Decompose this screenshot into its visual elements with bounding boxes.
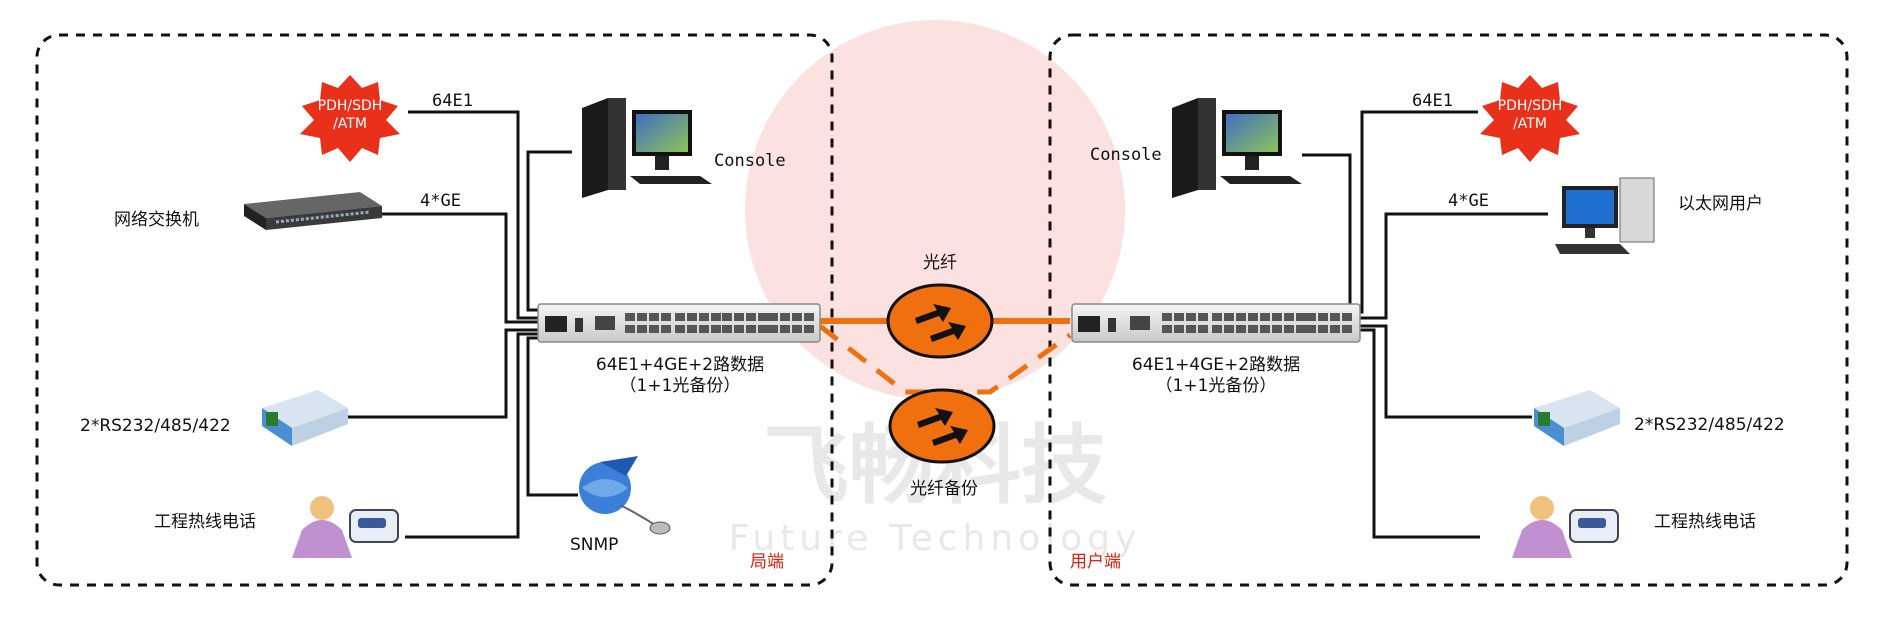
watermark-brand-en: Future Technology: [729, 518, 1142, 559]
left-cables: [348, 110, 578, 539]
left-switch-label: 网络交换机: [114, 210, 199, 230]
fiber-backup-badge: [888, 388, 996, 464]
left-ge-label: 4*GE: [420, 191, 461, 211]
left-badge-line1: PDH/SDH: [318, 98, 383, 114]
fiber-backup-label: 光纤备份: [910, 479, 978, 499]
right-hotline-phone-icon: [1512, 496, 1619, 558]
right-serial-label: 2*RS232/485/422: [1634, 415, 1785, 435]
central-office-zone: [35, 33, 834, 587]
left-serial-converter-icon: [262, 390, 348, 446]
left-device-caption-line2: （1+1光备份）: [620, 376, 741, 396]
right-serial-converter-icon: [1534, 390, 1620, 446]
left-phone-label: 工程热线电话: [154, 512, 256, 532]
snmp-globe-icon: [579, 456, 671, 535]
right-phone-label: 工程热线电话: [1654, 512, 1756, 532]
left-badge-line2: /ATM: [333, 116, 367, 132]
fiber-primary-badge: [886, 283, 994, 359]
right-zone-label: 用户端: [1070, 552, 1121, 572]
left-network-switch-icon: [244, 192, 382, 230]
right-console-label: Console: [1090, 145, 1162, 165]
ethernet-user-computer-icon: [1555, 177, 1655, 254]
left-hotline-phone-icon: [292, 496, 399, 558]
right-ge-label: 4*GE: [1448, 191, 1489, 211]
left-multiplexer-device: [537, 303, 821, 343]
left-serial-label: 2*RS232/485/422: [80, 416, 231, 436]
right-console-computer-icon: [1172, 98, 1302, 198]
left-e1-label: 64E1: [432, 91, 473, 111]
right-multiplexer-device: [1071, 303, 1361, 343]
left-console-label: Console: [714, 151, 786, 171]
left-pdh-sdh-atm-badge: PDH/SDH /ATM: [300, 75, 400, 162]
fiber-label: 光纤: [923, 253, 957, 273]
right-badge-line1: PDH/SDH: [1498, 98, 1563, 114]
left-device-caption-line1: 64E1+4GE+2路数据: [596, 355, 764, 375]
user-side-zone: [1048, 33, 1849, 587]
right-badge-line2: /ATM: [1513, 116, 1547, 132]
left-console-computer-icon: [582, 98, 712, 198]
right-pdh-sdh-atm-badge: PDH/SDH /ATM: [1480, 75, 1580, 162]
right-device-caption-line2: （1+1光备份）: [1156, 376, 1277, 396]
snmp-label: SNMP: [570, 535, 618, 555]
left-zone-label: 局端: [750, 552, 784, 572]
right-device-caption-line1: 64E1+4GE+2路数据: [1132, 355, 1300, 375]
right-e1-label: 64E1: [1412, 91, 1453, 111]
ethernet-user-label: 以太网用户: [1678, 194, 1763, 214]
